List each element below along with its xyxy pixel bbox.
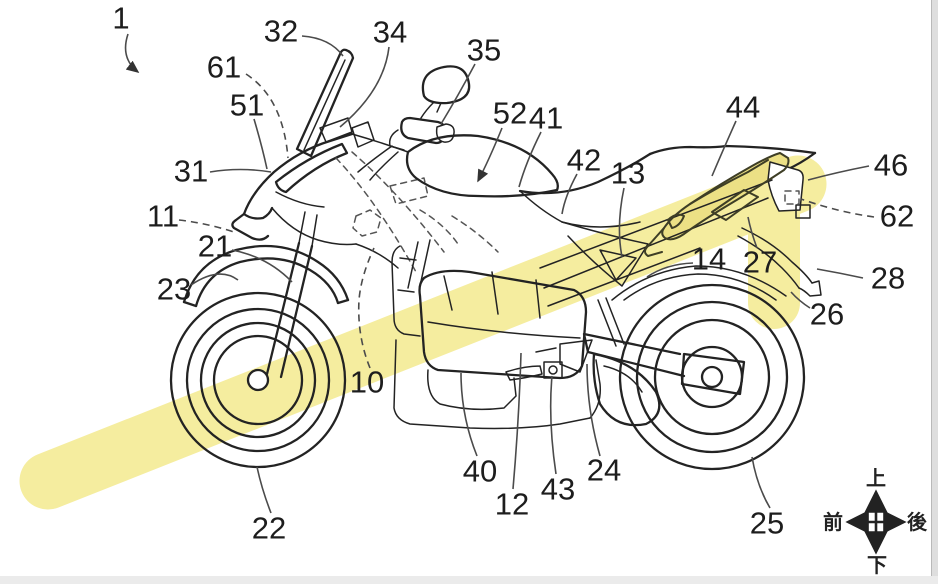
- ref-label-51: 51: [230, 88, 264, 123]
- leader-42: [561, 173, 578, 215]
- compass-up-label: 上: [866, 467, 886, 490]
- hidden-frame-dashed: [335, 151, 499, 273]
- leader-21: [231, 249, 293, 283]
- leader-44: [711, 120, 737, 177]
- ref-label-32: 32: [264, 14, 298, 49]
- ref-label-14: 14: [692, 242, 726, 277]
- exhaust: [393, 339, 661, 430]
- leader-51: [253, 118, 268, 170]
- leader-14: [646, 262, 694, 278]
- ref-label-52: 52: [493, 96, 527, 131]
- leader-32: [301, 35, 344, 57]
- front-cowl: [231, 132, 409, 269]
- ref-label-40: 40: [463, 454, 497, 489]
- ref-label-22: 22: [252, 511, 286, 546]
- ref-label-61: 61: [207, 50, 241, 85]
- ref-label-62: 62: [880, 199, 914, 234]
- leader-46: [807, 165, 870, 181]
- ref-label-41: 41: [529, 101, 563, 136]
- ref-label-34: 34: [373, 15, 407, 50]
- front-fender: [182, 244, 350, 308]
- ref-label-43: 43: [541, 472, 575, 507]
- ref-label-25: 25: [750, 506, 784, 541]
- ref-label-31: 31: [174, 154, 208, 189]
- ref-label-23: 23: [157, 272, 191, 307]
- leader-52: [477, 127, 503, 183]
- orientation-compass: 上 下 前 後: [823, 467, 928, 577]
- front-fork: [265, 211, 318, 379]
- compass-down-label: 下: [867, 555, 887, 577]
- rear-wheel: [618, 283, 806, 471]
- leader-24: [586, 363, 601, 457]
- windscreen: [295, 48, 355, 158]
- leader-22: [256, 466, 272, 514]
- leader-35: [440, 63, 476, 125]
- leader-26: [790, 291, 811, 309]
- leader-31: [209, 168, 272, 173]
- leader-43: [549, 375, 557, 475]
- ref-label-24: 24: [587, 453, 621, 488]
- leader-lines: [124, 33, 875, 514]
- ref-label-21: 21: [198, 229, 232, 264]
- motorcycle-line-art: [169, 48, 822, 471]
- tail-section: [561, 144, 822, 301]
- leader-34: [339, 46, 390, 128]
- compass-front-label: 前: [823, 510, 843, 534]
- leader-62: [800, 198, 875, 218]
- fuel-tank: [405, 134, 559, 198]
- foot-controls: [505, 339, 593, 381]
- highlight-carrier-part: [662, 153, 789, 240]
- ref-label-28: 28: [871, 261, 905, 296]
- ref-label-13: 13: [611, 156, 645, 191]
- leader-23: [190, 273, 239, 286]
- front-wheel: [169, 291, 347, 469]
- mirror: [420, 65, 471, 119]
- page-right-edge: [931, 0, 938, 584]
- ref-label-42: 42: [567, 143, 601, 178]
- leader-27: [747, 216, 758, 249]
- compass-back-label: 後: [907, 510, 928, 534]
- leader-11: [178, 219, 235, 233]
- leader-41: [518, 131, 542, 188]
- engine: [391, 239, 588, 411]
- hidden-part-62: [784, 190, 800, 205]
- leader-28: [816, 268, 864, 279]
- ref-label-12: 12: [495, 487, 529, 522]
- leader-13: [618, 187, 625, 258]
- ref-label-44: 44: [726, 90, 760, 125]
- ref-label-1: 1: [112, 1, 129, 36]
- ref-label-27: 27: [743, 245, 777, 280]
- subframe-rails: [539, 179, 773, 307]
- ref-label-10: 10: [350, 365, 384, 400]
- handlebar-grip: [351, 116, 455, 181]
- leader-61: [245, 73, 289, 159]
- page-bottom-edge: [0, 576, 938, 584]
- ref-label-46: 46: [874, 148, 908, 183]
- rear-carrier: [644, 152, 790, 257]
- ref-label-26: 26: [810, 297, 844, 332]
- leader-40: [460, 372, 478, 457]
- radiator: [391, 245, 421, 337]
- ref-label-35: 35: [467, 33, 501, 68]
- leader-12: [512, 352, 522, 490]
- swingarm: [582, 297, 746, 396]
- leader-1: [124, 33, 140, 73]
- leader-25: [751, 456, 771, 509]
- headlight: [274, 142, 349, 194]
- ref-label-11: 11: [147, 199, 179, 234]
